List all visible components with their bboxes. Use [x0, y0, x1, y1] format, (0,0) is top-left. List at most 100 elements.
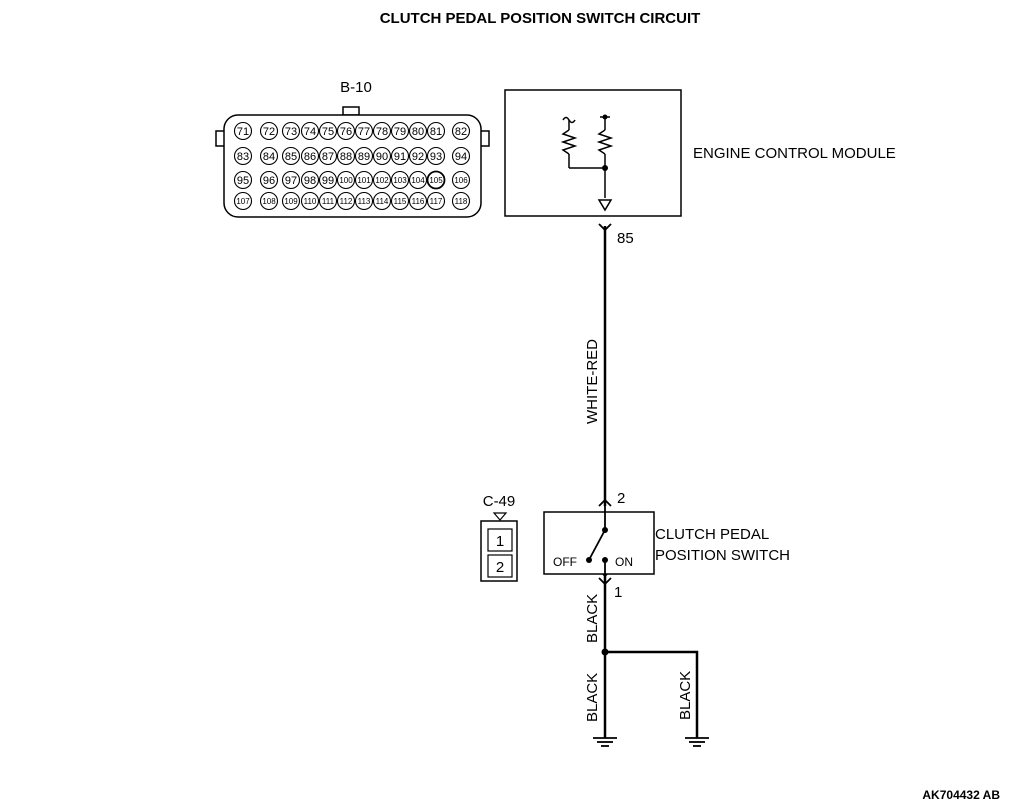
- connector-b10-pin: [336, 170, 356, 190]
- connector-b10-pin: [281, 170, 301, 190]
- connector-b10-pin: [390, 146, 410, 166]
- connector-b10-pin-number: 118: [455, 197, 468, 206]
- connector-b10-pin-number: 81: [430, 126, 442, 138]
- connector-b10-pin: [390, 170, 410, 190]
- connector-b10-pin-number: 104: [411, 176, 425, 185]
- connector-b10-pin-number: 110: [304, 197, 317, 206]
- connector-b10-pin: [354, 170, 374, 190]
- connector-b10-pin-number: 95: [237, 175, 249, 187]
- connector-c49: C-49 1 2: [480, 493, 518, 582]
- switch-on-label: ON: [615, 555, 633, 569]
- connector-b10-pin: [300, 170, 320, 190]
- connector-b10-pin-number: 101: [357, 176, 371, 185]
- connector-b10-pin: [318, 170, 338, 190]
- connector-b10-pin: [372, 170, 392, 190]
- connector-b10-pin-number: 76: [340, 126, 352, 138]
- switch-label-line1: CLUTCH PEDAL: [655, 526, 769, 543]
- connector-b10-pin: [318, 146, 338, 166]
- connector-b10-pin-number: 77: [358, 126, 370, 138]
- connector-b10-pin-number: 78: [376, 126, 388, 138]
- connector-b10-pin: [408, 121, 428, 141]
- connector-b10-pin: [426, 191, 446, 211]
- connector-b10-pin: [233, 170, 253, 190]
- ecm-terminal-number: 85: [617, 230, 634, 247]
- switch-box: [543, 511, 655, 575]
- connector-b10-pin: [451, 121, 471, 141]
- connector-b10-pin-number: 103: [393, 176, 407, 185]
- connector-b10-pin: [408, 170, 428, 190]
- connector-b10-pin-number: 82: [455, 126, 467, 138]
- connector-b10-pin: [259, 170, 279, 190]
- switch-label-line2: POSITION SWITCH: [655, 547, 790, 564]
- connector-b10-pin: [426, 121, 446, 141]
- connector-b10-pin-number: 88: [340, 151, 352, 163]
- connector-b10-body: [223, 114, 482, 218]
- connector-b10-pin-number: 114: [376, 197, 389, 206]
- connector-b10-pin: [372, 121, 392, 141]
- connector-b10-pin-number: 86: [304, 151, 316, 163]
- connector-b10-pin-number: 87: [322, 151, 334, 163]
- connector-b10-pin: [259, 121, 279, 141]
- harness-wiring: [598, 223, 699, 738]
- connector-b10-pin: [318, 121, 338, 141]
- connector-b10-pin: [300, 146, 320, 166]
- connector-b10-pin-number: 98: [304, 175, 316, 187]
- connector-b10-pin: [233, 146, 253, 166]
- connector-b10-pin-number: 94: [455, 151, 467, 163]
- connector-b10-pin-number: 71: [237, 126, 249, 138]
- switch-on-contact: [602, 557, 608, 563]
- connector-b10-pin-number: 79: [394, 126, 406, 138]
- connector-b10-pin: [259, 146, 279, 166]
- terminal-2-chevron-outer: [598, 498, 612, 507]
- connector-b10-pin: [451, 191, 471, 211]
- connector-b10-pin-number: 85: [285, 151, 297, 163]
- connector-b10-pin-number: 96: [263, 175, 275, 187]
- connector-b10-pin-number: 105: [429, 176, 443, 185]
- connector-b10-pin: [451, 146, 471, 166]
- connector-b10-pin: [233, 191, 253, 211]
- connector-b10-latch: [342, 106, 360, 116]
- connector-b10-pin: [426, 146, 446, 166]
- connector-b10-pin: [408, 146, 428, 166]
- connector-c49-pin-1: [487, 528, 513, 552]
- connector-b10-pin-number: 73: [285, 126, 297, 138]
- connector-b10-pin-number: 92: [412, 151, 424, 163]
- wire-black-branch: [605, 650, 699, 738]
- connector-b10-pin: [354, 146, 374, 166]
- ecm-label: ENGINE CONTROL MODULE: [693, 145, 896, 162]
- connector-b10-pin-number: 90: [376, 151, 388, 163]
- connector-c49-marker: [492, 512, 508, 521]
- connector-b10-pin: [281, 121, 301, 141]
- connector-b10-pin-number: 80: [412, 126, 424, 138]
- connector-b10-pin-number: 102: [375, 176, 389, 185]
- figure-code: AK704432 AB: [922, 788, 1000, 802]
- connector-b10-pin: [390, 121, 410, 141]
- ecm-box: [504, 89, 682, 217]
- wire-label-black-right: BLACK: [677, 671, 694, 720]
- connector-b10-pin: [372, 191, 392, 211]
- switch-terminal-2: 2: [617, 490, 625, 507]
- switch-off-contact: [586, 557, 592, 563]
- connector-b10-pin: [336, 191, 356, 211]
- ecm-resistor-left: [560, 129, 578, 155]
- connector-b10-pin-number: 108: [262, 197, 276, 206]
- connector-b10-pin: [281, 146, 301, 166]
- connector-b10-pin: [336, 121, 356, 141]
- ground-symbol-right: [685, 737, 709, 747]
- ecm-terminal-arrow: [597, 199, 613, 212]
- connector-b10-pin: [451, 170, 471, 190]
- connector-b10-pin-number: 112: [340, 197, 353, 206]
- connector-b10-pin: [390, 191, 410, 211]
- connector-b10-pin-number: 74: [304, 126, 316, 138]
- connector-b10-pin: [233, 121, 253, 141]
- ecm-resistor-right: [596, 129, 614, 155]
- connector-b10-pin-number: 100: [339, 176, 353, 185]
- connector-b10-pin: [259, 191, 279, 211]
- connector-b10-pin-number: 99: [322, 175, 334, 187]
- wire-label-black-upper: BLACK: [584, 594, 601, 643]
- ecm-internal-circuit: [560, 116, 614, 212]
- connector-c49-pin-1-label: 1: [496, 533, 504, 550]
